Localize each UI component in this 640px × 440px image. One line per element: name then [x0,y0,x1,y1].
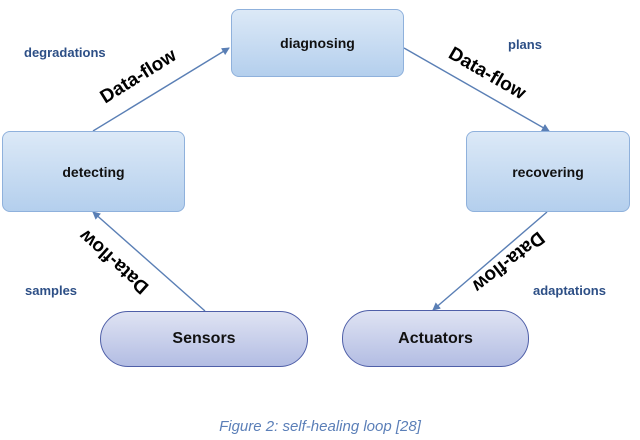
label-degradations: degradations [24,45,106,60]
arrow-recovering-to-actuators [432,211,548,311]
node-diagnosing-label: diagnosing [280,35,355,51]
node-actuators: Actuators [342,310,529,367]
node-detecting: detecting [2,131,185,212]
node-diagnosing: diagnosing [231,9,404,77]
arrow-diagnosing-to-recovering [403,47,550,132]
label-plans: plans [508,37,542,52]
arrow-detecting-to-diagnosing [92,47,230,132]
label-samples: samples [25,283,78,298]
arrow-sensors-to-detecting [92,211,206,312]
node-actuators-label: Actuators [398,329,473,347]
figure-caption: Figure 2: self-healing loop [28] [219,418,421,435]
node-sensors-label: Sensors [172,330,236,347]
node-sensors: Sensors [100,311,308,367]
node-detecting-label: detecting [62,163,125,180]
node-recovering-label: recovering [512,163,584,180]
node-recovering: recovering [466,131,630,212]
label-adaptations: adaptations [533,283,606,298]
